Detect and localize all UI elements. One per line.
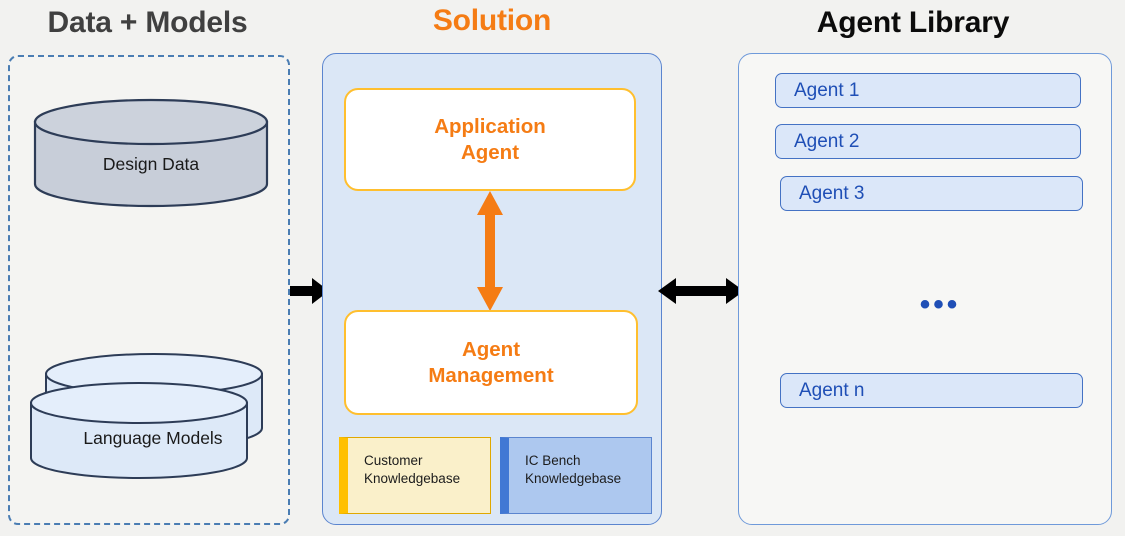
box-application-agent-label: Application Agent (434, 114, 546, 165)
agent-management-line2: Management (428, 363, 554, 387)
cylinder-design-data: Design Data (32, 98, 270, 208)
agent-pill-3[interactable]: Agent 3 (780, 176, 1083, 211)
arrow-data-to-solution-icon (290, 275, 330, 307)
column-title-solution: Solution (432, 4, 552, 37)
tile-customer-knowledgebase[interactable]: Customer Knowledgebase (339, 437, 491, 514)
agent-management-line1: Agent (461, 337, 521, 361)
agent-pill-1[interactable]: Agent 1 (775, 73, 1081, 108)
cylinder-language-models: Language Models (28, 352, 278, 485)
box-application-agent[interactable]: Application Agent (344, 88, 636, 191)
application-agent-line1: Application (434, 114, 546, 138)
agent-list-ellipsis: ••• (919, 288, 961, 321)
tile-ic-bench-knowledgebase[interactable]: IC Bench Knowledgebase (500, 437, 652, 514)
agent-pill-n[interactable]: Agent n (780, 373, 1083, 408)
application-agent-line2: Agent (460, 140, 520, 164)
arrow-solution-to-library-icon (658, 272, 744, 310)
column-title-agent-library: Agent Library (816, 6, 1010, 39)
database-cylinder-stacked-icon (30, 353, 263, 479)
agent-pill-2[interactable]: Agent 2 (775, 124, 1081, 159)
database-cylinder-icon (33, 98, 269, 208)
arrow-application-to-management-icon (468, 191, 512, 311)
cylinder-label-language-models: Language Models (83, 428, 223, 448)
box-agent-management-label: Agent Management (428, 337, 553, 388)
column-title-data-models: Data + Models (47, 6, 248, 39)
box-agent-management[interactable]: Agent Management (344, 310, 638, 415)
cylinder-label-design-data: Design Data (102, 154, 200, 174)
